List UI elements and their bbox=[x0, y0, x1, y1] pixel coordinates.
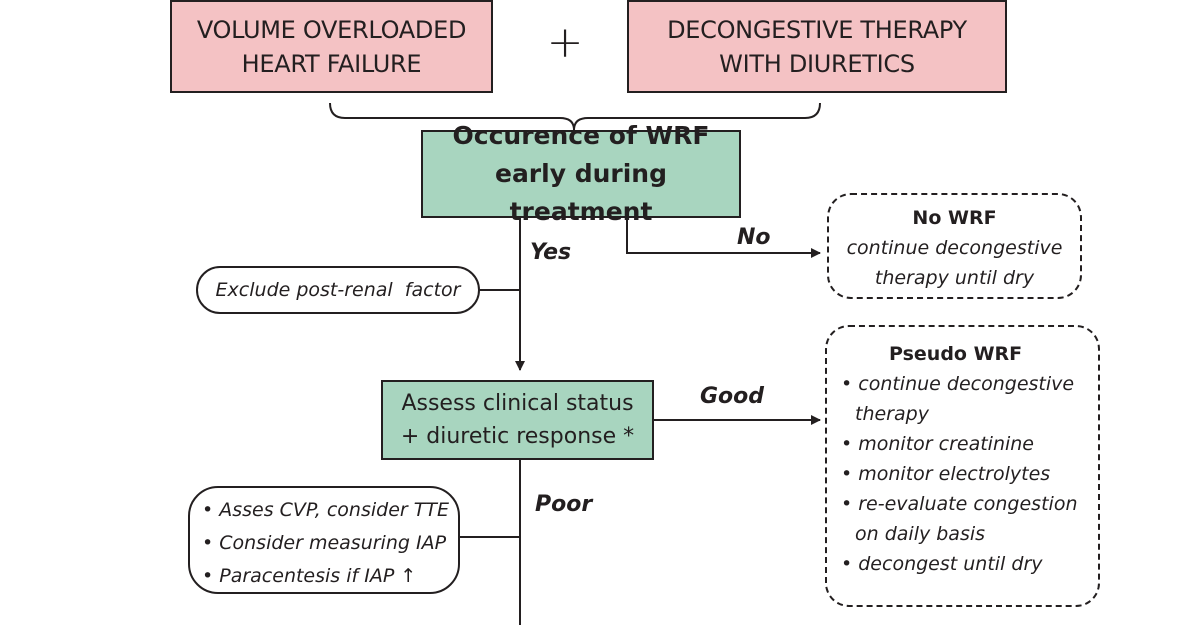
pseudo-wrf-item: • decongest until dry bbox=[841, 553, 1043, 575]
plus-sign: + bbox=[546, 17, 584, 68]
no-wrf-title: No WRF bbox=[912, 207, 997, 229]
pseudo-wrf-item: • monitor electrolytes bbox=[841, 463, 1051, 485]
pseudo-wrf-item: therapy bbox=[855, 403, 929, 425]
volume-overloaded-box: VOLUME OVERLOADED HEART FAILURE bbox=[170, 0, 493, 93]
wrf-occurrence-line1: Occurence of WRF bbox=[452, 121, 710, 150]
volume-overloaded-line1: VOLUME OVERLOADED bbox=[196, 15, 467, 44]
assess-clinical-status-line2: + diuretic response * bbox=[400, 424, 635, 449]
yes-label: Yes bbox=[530, 240, 572, 265]
pseudo-wrf-title: Pseudo WRF bbox=[889, 343, 1023, 365]
volume-overloaded-line2: HEART FAILURE bbox=[241, 49, 422, 78]
decongestive-therapy-box: DECONGESTIVE THERAPY WITH DIURETICS bbox=[627, 0, 1007, 93]
poor-action-item: • Consider measuring IAP bbox=[202, 532, 447, 554]
pseudo-wrf-list: • continue decongestive therapy • monito… bbox=[841, 369, 1098, 579]
poor-action-item: • Asses CVP, consider TTE bbox=[202, 499, 449, 521]
poor-action-item: • Paracentesis if IAP ↑ bbox=[202, 565, 417, 587]
pseudo-wrf-item: • continue decongestive bbox=[841, 373, 1075, 395]
no-wrf-box: No WRF continue decongestive therapy unt… bbox=[827, 193, 1082, 299]
pseudo-wrf-item: • re-evaluate congestion bbox=[841, 493, 1078, 515]
assess-clinical-status-line1: Assess clinical status bbox=[401, 391, 634, 416]
poor-actions-pill: • Asses CVP, consider TTE • Consider mea… bbox=[188, 486, 460, 594]
decongestive-therapy-line2: WITH DIURETICS bbox=[719, 49, 915, 78]
wrf-occurrence-box: Occurence of WRF early during treatment bbox=[421, 121, 741, 226]
poor-label: Poor bbox=[535, 492, 593, 517]
exclude-post-renal-pill: Exclude post-renal factor bbox=[196, 266, 480, 314]
no-connector bbox=[626, 218, 821, 258]
decongestive-therapy-line1: DECONGESTIVE THERAPY bbox=[667, 15, 967, 44]
wrf-occurrence-line2: early during treatment bbox=[494, 159, 667, 226]
no-wrf-body-line2: therapy until dry bbox=[874, 267, 1035, 289]
assess-clinical-status-box: Assess clinical status + diuretic respon… bbox=[381, 380, 654, 460]
pseudo-wrf-box: Pseudo WRF • continue decongestive thera… bbox=[825, 325, 1100, 607]
no-wrf-body-line1: continue decongestive bbox=[846, 237, 1063, 259]
good-label: Good bbox=[700, 384, 765, 409]
no-label: No bbox=[737, 225, 771, 250]
pseudo-wrf-item: • monitor creatinine bbox=[841, 433, 1034, 455]
pseudo-wrf-item: on daily basis bbox=[855, 523, 986, 545]
